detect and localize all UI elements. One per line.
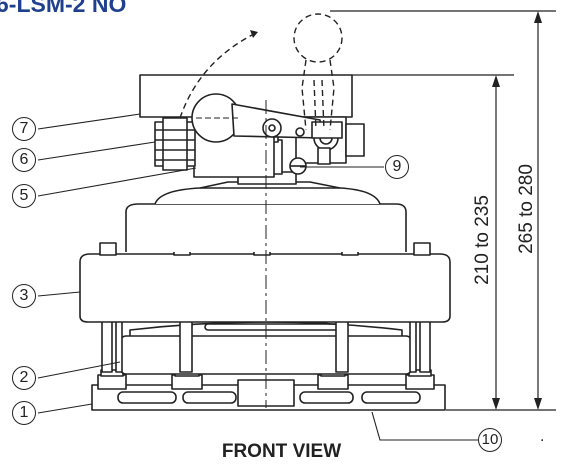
upper-cover: [125, 181, 407, 252]
motion-arrow-head: [250, 30, 258, 38]
callout-7: 7: [12, 117, 36, 141]
callout-2: 2: [12, 366, 36, 390]
caption: FRONT VIEW: [0, 441, 561, 463]
callout-10: 10: [478, 428, 502, 452]
caption-text: FRONT VIEW: [221, 441, 342, 462]
roller-lever-arm: [191, 93, 343, 151]
dimension-inner-label: 210 to 235: [472, 195, 493, 285]
adjusting-screw: [289, 147, 331, 175]
leader-lines: [37, 113, 478, 441]
callout-1: 1: [12, 401, 36, 425]
stray-mark: .: [540, 428, 545, 445]
drawing-title: 6-LSM-2 NO: [0, 0, 127, 17]
callout-9: 9: [385, 155, 409, 179]
callout-6: 6: [12, 148, 36, 172]
callout-5: 5: [12, 184, 36, 208]
dimension-lines: [330, 10, 556, 411]
base-plate: [91, 379, 446, 411]
callout-3: 3: [12, 284, 36, 308]
mounting-housing: [79, 242, 451, 323]
dimension-arrows: [492, 11, 542, 410]
dimension-outer-label: 265 to 280: [516, 164, 537, 254]
alternate-position-lines: [179, 13, 343, 131]
